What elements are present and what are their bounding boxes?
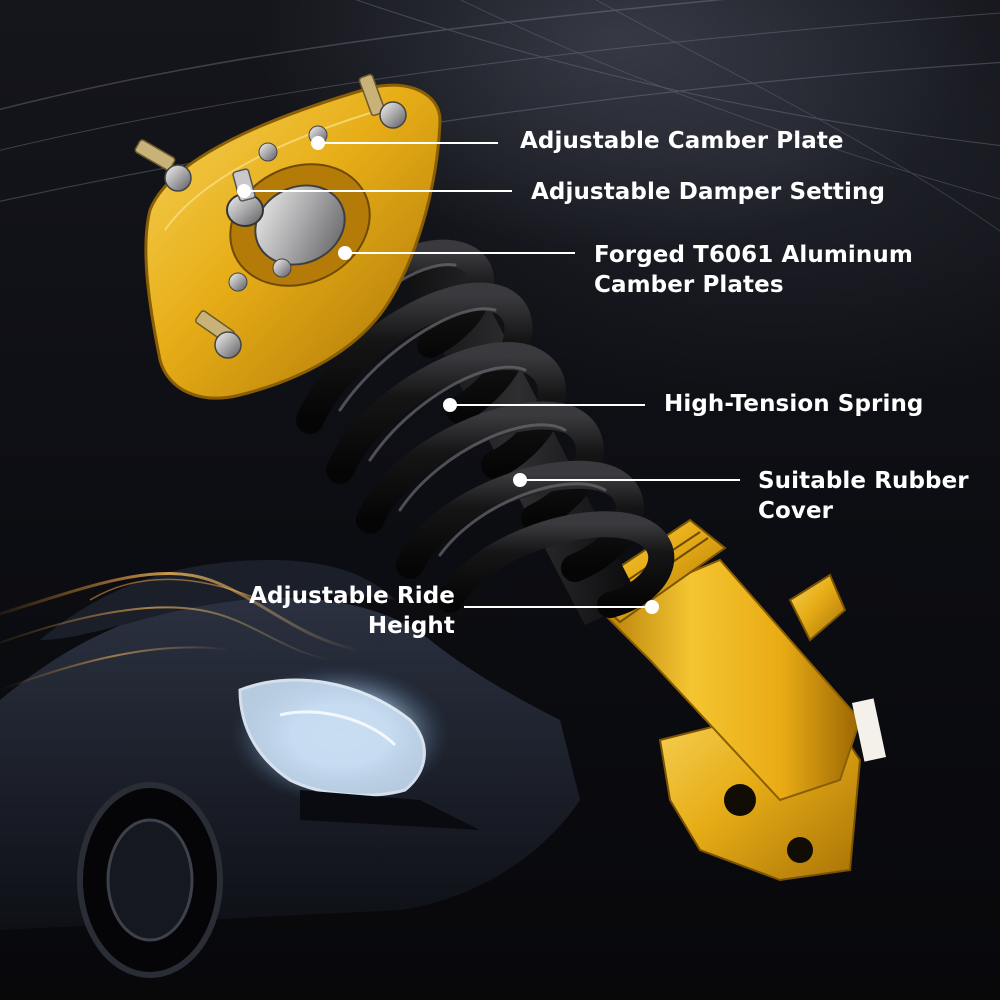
callout-forged-plates-line1: Forged T6061 Aluminum (594, 242, 913, 268)
background-streaks (0, 0, 1000, 232)
camber-plate (134, 73, 442, 400)
callout-spring: High-Tension Spring (664, 391, 924, 417)
callout-ride-height-line2: Height (367, 613, 455, 639)
callout-forged-plates-line2: Camber Plates (594, 272, 784, 298)
callout-rubber-cover-line1: Suitable Rubber (758, 468, 969, 494)
callout-rubber-cover: Suitable Rubber Cover (758, 466, 969, 526)
leader-lines (237, 136, 740, 614)
callout-camber-plate: Adjustable Camber Plate (520, 128, 844, 154)
camber-plate-studs (134, 73, 407, 359)
callout-forged-plates: Forged T6061 Aluminum Camber Plates (594, 240, 913, 300)
callout-damper-setting: Adjustable Damper Setting (531, 179, 886, 205)
strut-body (583, 518, 886, 882)
light-trails (0, 572, 361, 691)
car-silhouette (0, 560, 580, 978)
callout-rubber-cover-line2: Cover (758, 498, 834, 524)
callout-ride-height-line1: Adjustable Ride (249, 583, 455, 609)
callout-ride-height: Adjustable Ride Height (230, 581, 455, 641)
